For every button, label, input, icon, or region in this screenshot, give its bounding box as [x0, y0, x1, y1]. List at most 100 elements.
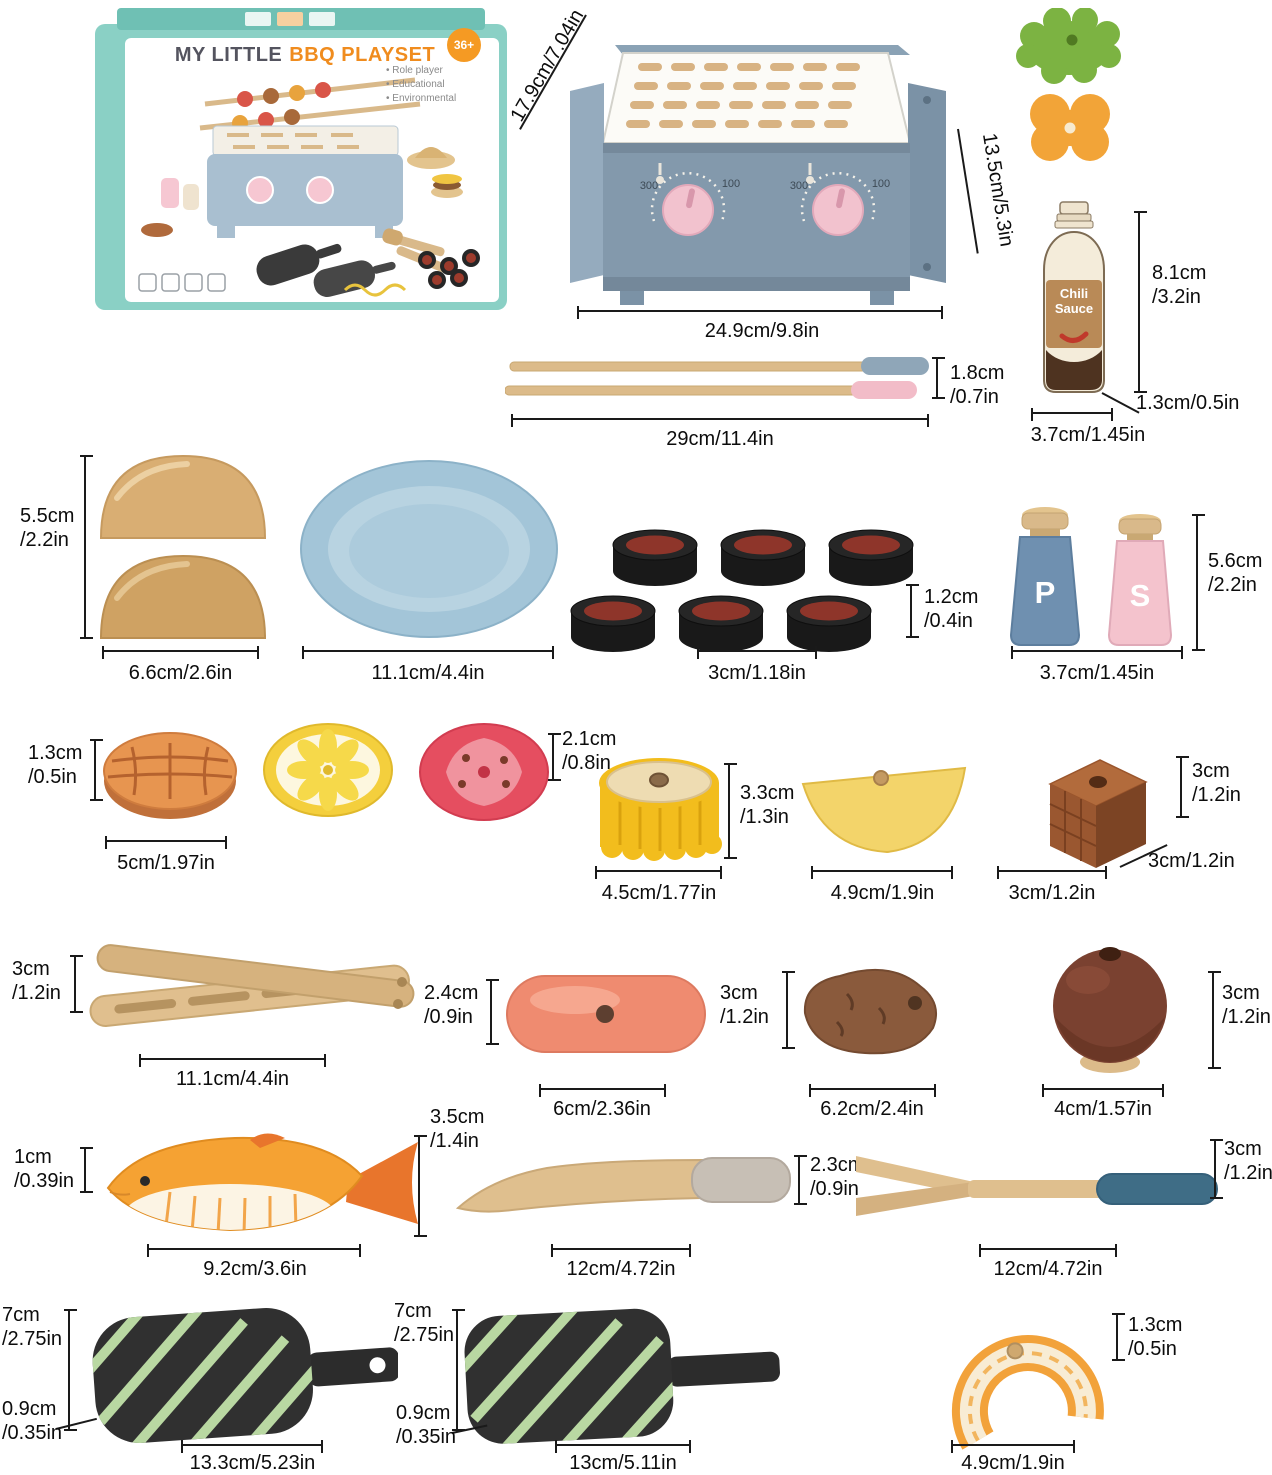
dim-fork-height: 3cm /1.2in	[1224, 1138, 1272, 1184]
lettuce-felt-graphic	[1016, 8, 1121, 84]
dim-line-fish-length	[147, 1244, 361, 1257]
dim-line-tomato-height	[548, 733, 561, 781]
dim-pan2-thickness: 0.9cm /0.35in	[396, 1402, 457, 1448]
chocolate-cube-graphic	[1048, 759, 1148, 868]
dim-line-sausage-length	[539, 1084, 666, 1097]
dim-line-onion-height	[1208, 971, 1221, 1069]
dim-sauce-height: 8.1cm /3.2in	[1152, 262, 1207, 308]
dim-line-skewer-length	[511, 414, 929, 427]
dim-line-salmon-width	[951, 1440, 1075, 1453]
salt-letter: S	[1129, 578, 1151, 613]
chili-sauce-bottle-graphic	[1043, 201, 1105, 393]
dim-shaker-width: 3.7cm/1.45in	[1039, 662, 1155, 684]
dim-sauce-base: 1.3cm/0.5in	[1136, 392, 1240, 414]
box-feature-list: Role player Educational Environmental	[386, 64, 498, 106]
dim-line-potato-length	[809, 1084, 936, 1097]
pepper-letter: P	[1034, 575, 1056, 610]
dim-bun-height: 5.5cm /2.2in	[20, 505, 75, 551]
dim-line-bread-width	[105, 836, 227, 849]
plate-graphic	[300, 460, 558, 638]
cheese-wedge-graphic	[801, 766, 967, 854]
grill-knob-left	[650, 163, 726, 236]
dim-line-bread-height	[90, 739, 103, 801]
dim-skewer-thickness: 1.8cm /0.7in	[950, 362, 1005, 408]
dim-line-plate-width	[302, 646, 554, 659]
dim-bread-height: 1.3cm /0.5in	[28, 742, 83, 788]
box-feature: Environmental	[386, 92, 498, 106]
knife-graphic	[455, 1157, 791, 1213]
dim-tong-length: 11.1cm/4.4in	[175, 1068, 290, 1090]
dim-plate-width: 11.1cm/4.4in	[371, 662, 485, 684]
box-feature: Role player	[386, 64, 498, 78]
dim-line-skewer-thickness	[932, 357, 945, 399]
dim-corn-height: 3.3cm /1.3in	[740, 782, 795, 828]
dim-line-potato-height	[782, 971, 795, 1049]
box-art-accessories	[141, 147, 480, 297]
dim-cube-width: 3cm/1.2in	[1008, 882, 1096, 904]
dim-line-sauce-width	[1031, 408, 1113, 421]
dim-onion-width: 4cm/1.57in	[1054, 1098, 1152, 1120]
dim-line-pan2-length	[555, 1440, 691, 1453]
dim-potato-height: 3cm /1.2in	[720, 982, 769, 1028]
dim-pan1-length: 13.3cm/5.23in	[189, 1452, 316, 1474]
dim-line-grill-width	[577, 306, 943, 319]
dim-corn-width: 4.5cm/1.77in	[601, 882, 717, 904]
dim-pan1-height: 7cm /2.75in	[2, 1304, 63, 1350]
dim-line-tong-length	[139, 1054, 326, 1067]
dim-line-salmon-height	[1112, 1313, 1125, 1361]
dim-shaker-height: 5.6cm /2.2in	[1208, 550, 1263, 596]
bbq-grill-graphic	[570, 45, 946, 305]
salmon-steak-graphic	[951, 1335, 1104, 1450]
dim-onion-height: 3cm /1.2in	[1222, 982, 1271, 1028]
dim-potato-length: 6.2cm/2.4in	[820, 1098, 924, 1120]
dim-line-shaker-width	[1011, 646, 1183, 659]
shakers-graphic	[1009, 507, 1173, 646]
dial-label-100: 100	[871, 178, 891, 190]
dim-line-shaker-height	[1192, 514, 1205, 651]
dim-knife-length: 12cm/4.72in	[566, 1258, 676, 1280]
grill-front	[603, 143, 910, 291]
dim-line-pan2-height	[452, 1309, 465, 1431]
dim-pan1-thickness: 0.9cm /0.35in	[2, 1398, 63, 1444]
dim-bread-width: 5cm/1.97in	[117, 852, 215, 874]
dial-label-100: 100	[721, 178, 741, 190]
box-art-grill	[207, 125, 403, 238]
patty-row-back	[612, 529, 914, 586]
lemon-slice-graphic	[263, 723, 393, 817]
dim-fork-length: 12cm/4.72in	[993, 1258, 1103, 1280]
bread-slice-graphic	[103, 732, 237, 819]
patties-graphic	[570, 529, 914, 652]
dim-line-sausage-height	[486, 979, 499, 1045]
pepper-shaker	[1009, 507, 1081, 646]
dim-sauce-width: 3.7cm/1.45in	[1030, 424, 1146, 446]
dim-bun-width: 6.6cm/2.6in	[128, 662, 233, 684]
dim-line-tong-height	[70, 955, 83, 1013]
dim-patty-height: 1.2cm /0.4in	[924, 586, 979, 632]
dim-line-sauce-height	[1134, 211, 1147, 393]
fish-graphic	[106, 1133, 418, 1232]
dim-sausage-length: 6cm/2.36in	[553, 1098, 651, 1120]
skewers-graphic	[505, 357, 929, 399]
dim-skewer-length: 29cm/11.4in	[666, 428, 774, 450]
box-title-line1: MY LITTLE	[174, 44, 283, 66]
dim-line-cheese-width	[811, 866, 953, 879]
dim-line-cube-width	[997, 866, 1107, 879]
dim-line-onion-width	[1042, 1084, 1164, 1097]
dim-pan2-length: 13cm/5.11in	[569, 1452, 677, 1474]
sweet-potato-graphic	[803, 968, 937, 1055]
dim-cube-depth: 3cm/1.2in	[1148, 850, 1235, 872]
dim-line-patty-width	[697, 646, 817, 659]
dim-tong-height: 3cm /1.2in	[12, 958, 61, 1004]
dim-line-fork-height	[1210, 1139, 1223, 1199]
salt-shaker	[1107, 514, 1173, 646]
dim-line-knife-length	[551, 1244, 691, 1257]
dim-cheese-width: 4.9cm/1.9in	[830, 882, 935, 904]
bottle-label: Chili Sauce	[1054, 286, 1094, 316]
dial-label-300: 300	[789, 180, 809, 192]
dim-line-fork-length	[979, 1244, 1117, 1257]
dim-fish-length: 9.2cm/3.6in	[203, 1258, 307, 1280]
dim-grill-width: 24.9cm/9.8in	[704, 320, 820, 342]
dim-cube-height: 3cm /1.2in	[1192, 760, 1241, 806]
